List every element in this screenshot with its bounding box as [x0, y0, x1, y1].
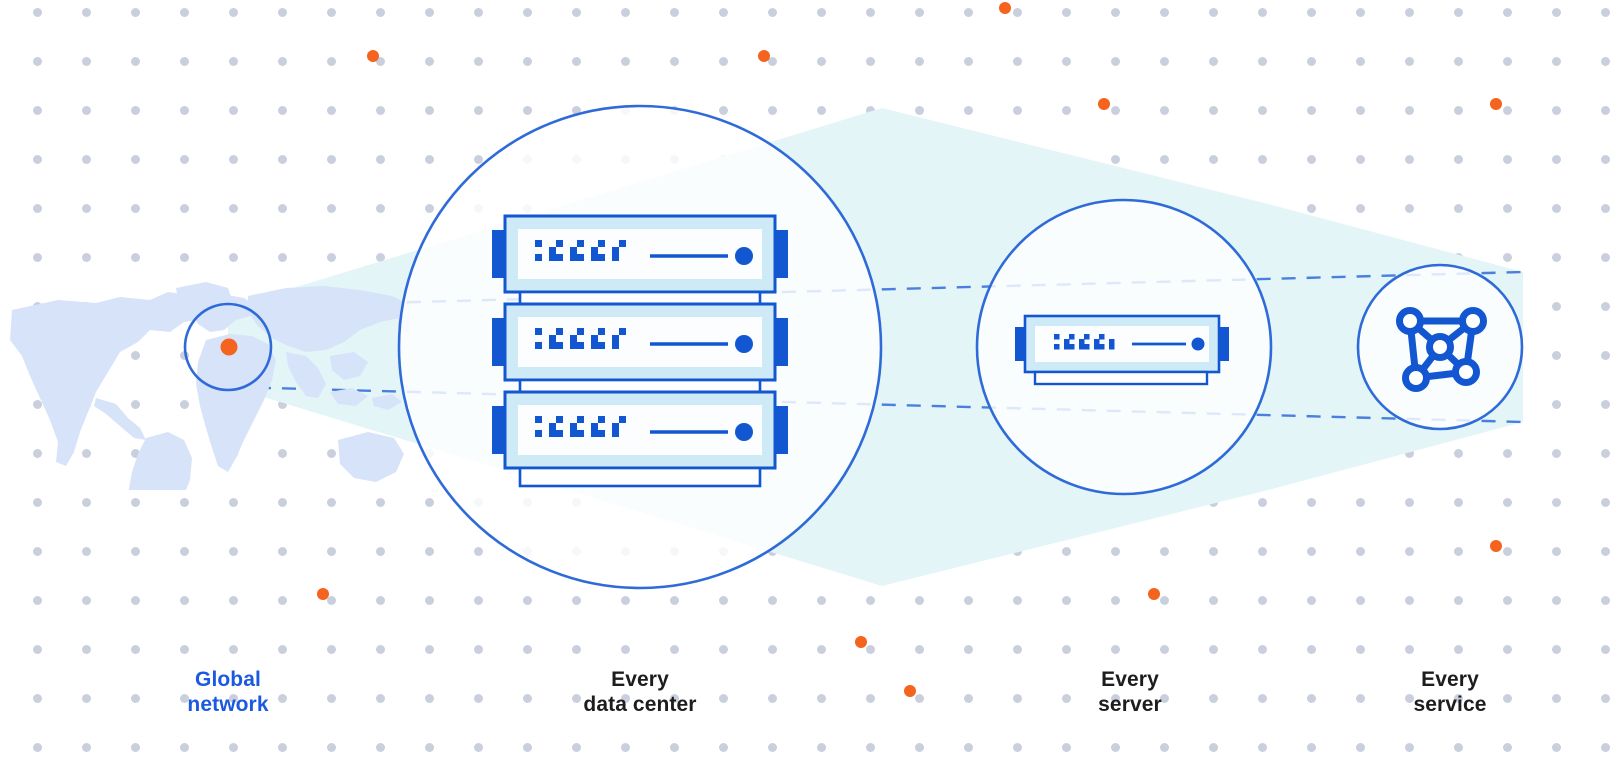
funnel-line-top — [231, 270, 1524, 309]
funnel-dashed-lines — [231, 270, 1524, 424]
world-map-icon — [10, 282, 410, 490]
map-location-marker — [220, 338, 238, 356]
stage-label-global-network: Global network — [187, 668, 269, 716]
map-highlight-circle — [183, 302, 273, 392]
stage-label-every-service: Every service — [1413, 668, 1487, 716]
rack-unit-1 — [492, 214, 788, 294]
accent-dots — [317, 2, 1502, 697]
server-rack-icon — [492, 214, 788, 488]
rack-base — [518, 466, 762, 488]
stage-label-every-data-center: Every data center — [583, 668, 697, 716]
network-mesh-icon — [1396, 307, 1487, 392]
stage-label-every-server: Every server — [1098, 668, 1162, 716]
server-unit-base — [1033, 370, 1209, 386]
funnel-line-bottom — [231, 385, 1524, 424]
rack-unit-2 — [492, 302, 788, 382]
rack-unit-3 — [492, 390, 788, 470]
server-unit-icon — [1015, 314, 1229, 386]
